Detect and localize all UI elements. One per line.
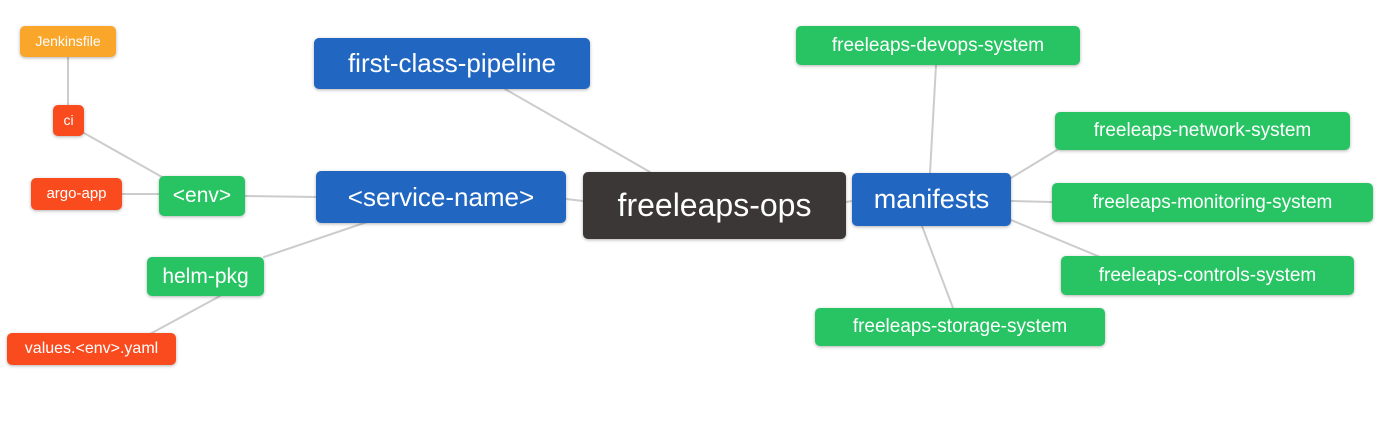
edge-manifests-freeleaps-storage-system [921, 225, 954, 309]
edge-freeleaps-ops-first-class-pipeline [504, 88, 651, 173]
edge-freeleaps-ops-service-name [565, 198, 584, 202]
node-jenkinsfile[interactable]: Jenkinsfile [20, 26, 116, 57]
node-label-helm-pkg: helm-pkg [162, 264, 249, 288]
node-values-env-yaml[interactable]: values.<env>.yaml [7, 333, 176, 365]
node-helm-pkg[interactable]: helm-pkg [147, 257, 264, 296]
node-label-freeleaps-controls-system: freeleaps-controls-system [1098, 264, 1317, 286]
edge-service-name-env [244, 195, 317, 198]
node-label-env: <env> [172, 184, 232, 207]
node-label-freeleaps-monitoring-system: freeleaps-monitoring-system [1092, 191, 1333, 213]
node-manifests[interactable]: manifests [852, 173, 1011, 226]
node-freeleaps-devops-system[interactable]: freeleaps-devops-system [796, 26, 1080, 65]
node-label-ci: ci [63, 112, 74, 128]
edge-service-name-helm-pkg [263, 221, 368, 258]
node-label-service-name: <service-name> [347, 181, 535, 212]
node-env[interactable]: <env> [159, 176, 245, 216]
edge-manifests-freeleaps-monitoring-system [1010, 200, 1053, 203]
node-label-freeleaps-network-system: freeleaps-network-system [1093, 120, 1312, 141]
node-label-jenkinsfile: Jenkinsfile [35, 33, 101, 49]
node-ci[interactable]: ci [53, 105, 84, 136]
node-freeleaps-storage-system[interactable]: freeleaps-storage-system [815, 308, 1105, 346]
node-first-class-pipeline[interactable]: first-class-pipeline [314, 38, 590, 89]
edge-helm-pkg-values-env-yaml [149, 295, 221, 335]
node-service-name[interactable]: <service-name> [316, 171, 566, 223]
node-argo-app[interactable]: argo-app [31, 178, 122, 210]
node-freeleaps-controls-system[interactable]: freeleaps-controls-system [1061, 256, 1354, 295]
edge-manifests-freeleaps-network-system [1010, 149, 1058, 179]
node-label-values-env-yaml: values.<env>.yaml [24, 339, 159, 357]
edge-manifests-freeleaps-controls-system [1010, 219, 1101, 258]
node-label-argo-app: argo-app [46, 185, 107, 202]
node-label-freeleaps-storage-system: freeleaps-storage-system [852, 316, 1068, 337]
node-label-freeleaps-devops-system: freeleaps-devops-system [831, 34, 1045, 56]
edge-env-ci [83, 132, 163, 178]
edge-manifests-freeleaps-devops-system [929, 64, 937, 174]
node-freeleaps-network-system[interactable]: freeleaps-network-system [1055, 112, 1350, 150]
node-freeleaps-monitoring-system[interactable]: freeleaps-monitoring-system [1052, 183, 1373, 222]
node-label-freeleaps-ops: freeleaps-ops [617, 187, 812, 223]
node-label-first-class-pipeline: first-class-pipeline [347, 48, 557, 78]
node-freeleaps-ops[interactable]: freeleaps-ops [583, 172, 846, 239]
node-label-manifests: manifests [873, 183, 990, 214]
